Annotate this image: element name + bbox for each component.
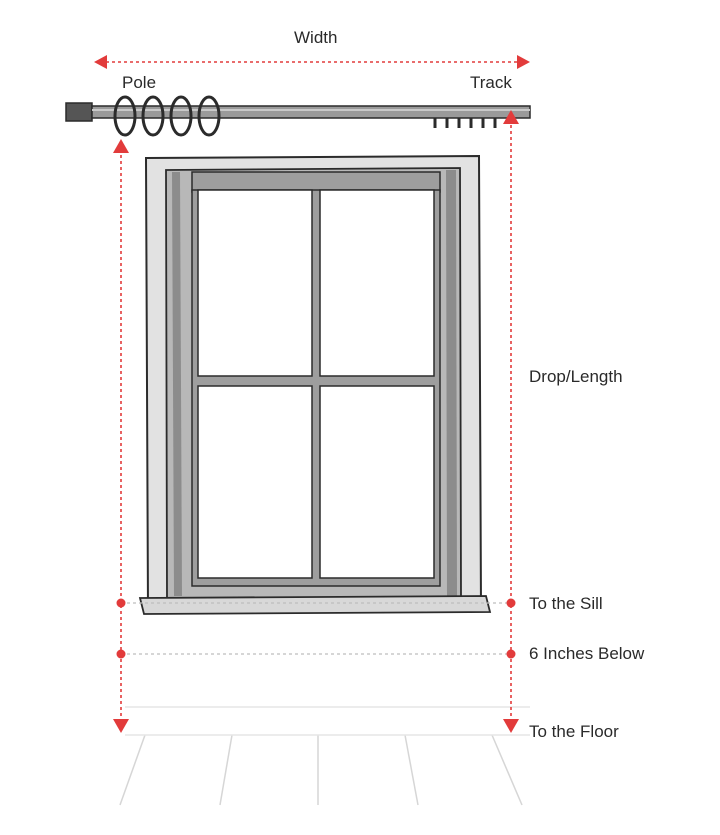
drop-length-label: Drop/Length xyxy=(529,367,623,386)
left-measurement-line xyxy=(113,139,129,733)
pole-label: Pole xyxy=(122,73,157,92)
to-the-sill-label: To the Sill xyxy=(529,594,603,613)
width-arrow xyxy=(94,55,530,69)
six-inches-below-line xyxy=(116,649,516,659)
six-inches-below-label: 6 Inches Below xyxy=(529,644,645,663)
track-label: Track xyxy=(470,73,512,92)
width-label: Width xyxy=(294,28,338,47)
track-hook-icon xyxy=(433,118,497,128)
right-measurement-line xyxy=(503,110,519,733)
to-the-floor-label: To the Floor xyxy=(529,722,619,741)
curtain-pole xyxy=(65,102,531,122)
curtain-ring-icon xyxy=(113,95,221,137)
floor-lines xyxy=(119,706,530,806)
sill-level-line xyxy=(116,598,516,608)
window-illustration xyxy=(138,154,492,615)
